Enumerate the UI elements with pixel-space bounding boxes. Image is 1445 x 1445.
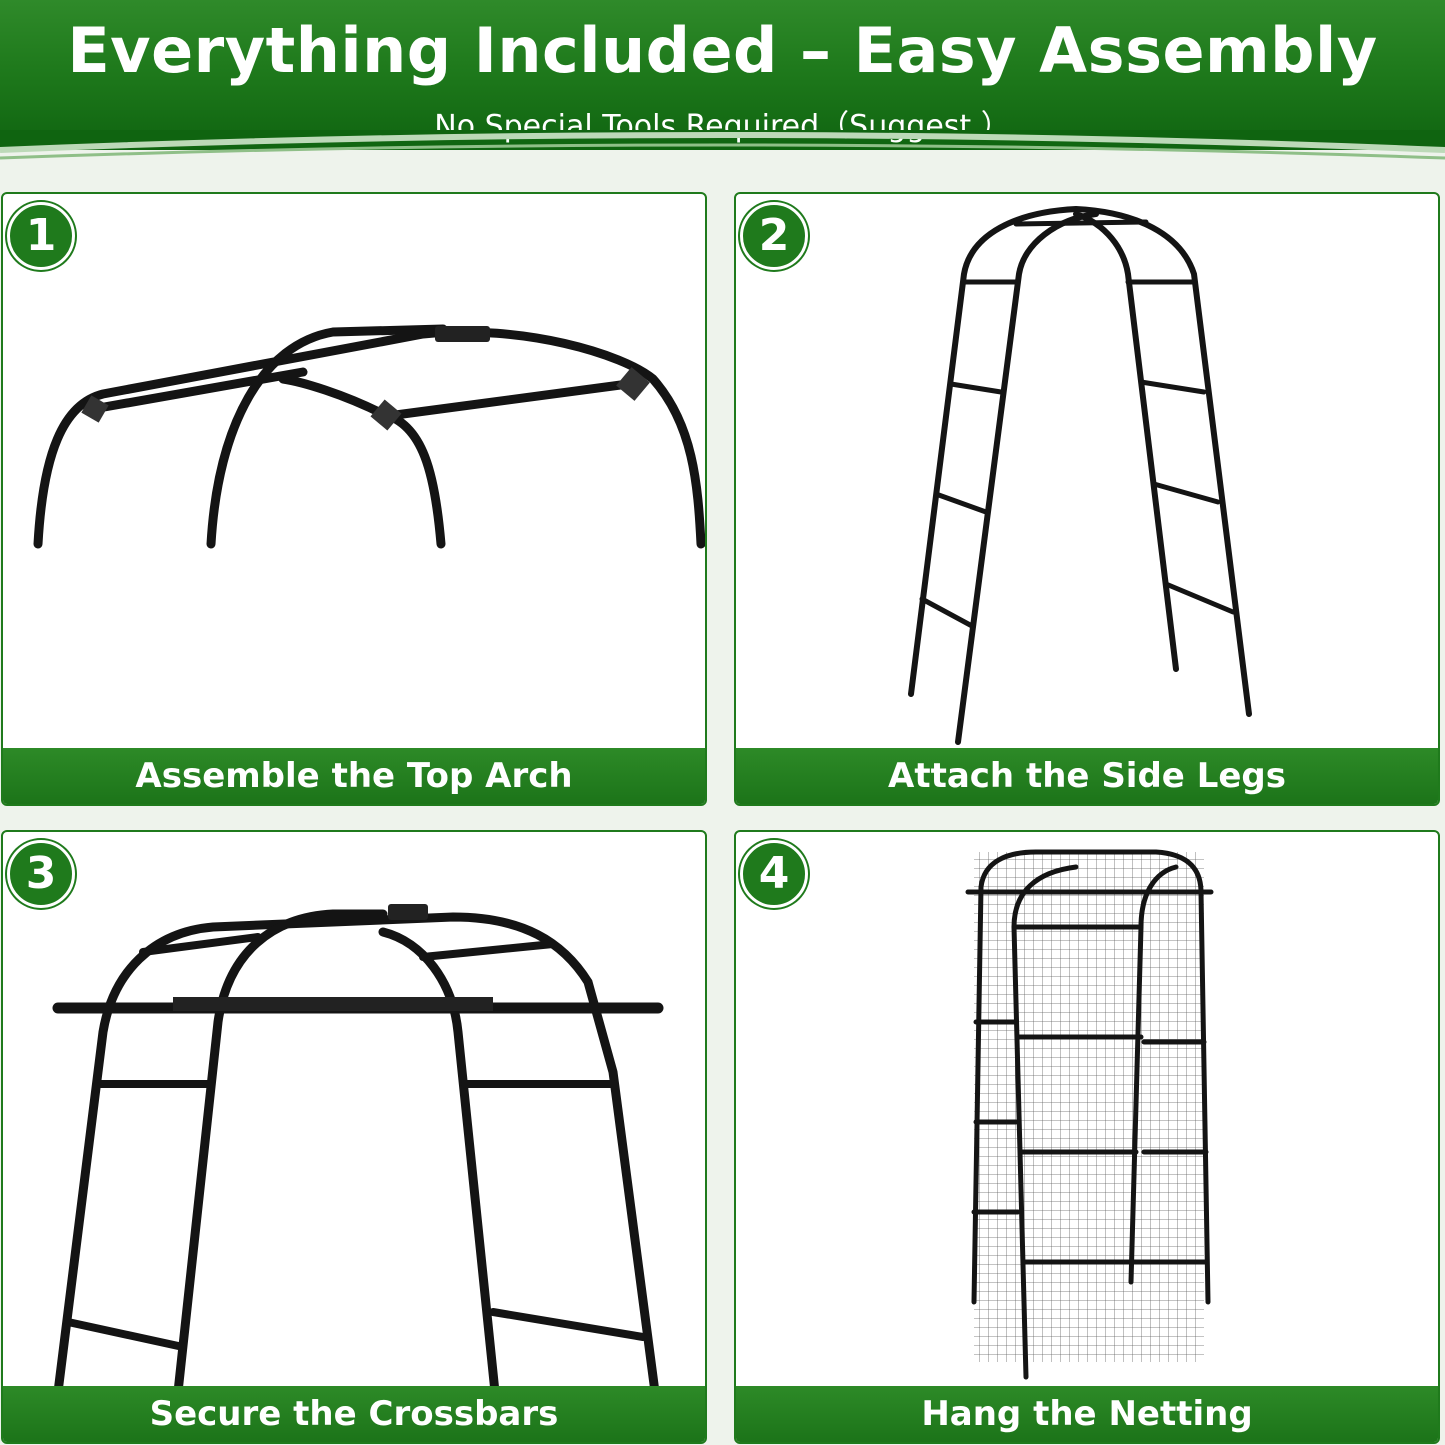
header-wave-decoration [0, 130, 1445, 160]
step-caption-4: Hang the Netting [736, 1386, 1438, 1442]
step-panel-1: 1 Assemble the Top Arch [1, 192, 707, 806]
step-panel-2: 2 Attach the Side Legs [734, 192, 1440, 806]
step-badge-1: 1 [7, 202, 75, 270]
top-arch-illustration [33, 324, 705, 549]
page-title: Everything Included – Easy Assembly [67, 14, 1378, 87]
crossbars-illustration [52, 904, 664, 1392]
step-badge-2: 2 [740, 202, 808, 270]
step-panel-4: 4 Hang the Netting [734, 830, 1440, 1444]
step-caption-3: Secure the Crossbars [3, 1386, 705, 1442]
step-caption-1: Assemble the Top Arch [3, 748, 705, 804]
netting-illustration [965, 849, 1214, 1380]
step-panel-3: 3 Secure the Crossbars [1, 830, 707, 1444]
side-legs-illustration [908, 205, 1252, 745]
step-caption-2: Attach the Side Legs [736, 748, 1438, 804]
header-banner: Everything Included – Easy Assembly No S… [0, 0, 1445, 150]
step-badge-4: 4 [740, 840, 808, 908]
step-badge-3: 3 [7, 840, 75, 908]
